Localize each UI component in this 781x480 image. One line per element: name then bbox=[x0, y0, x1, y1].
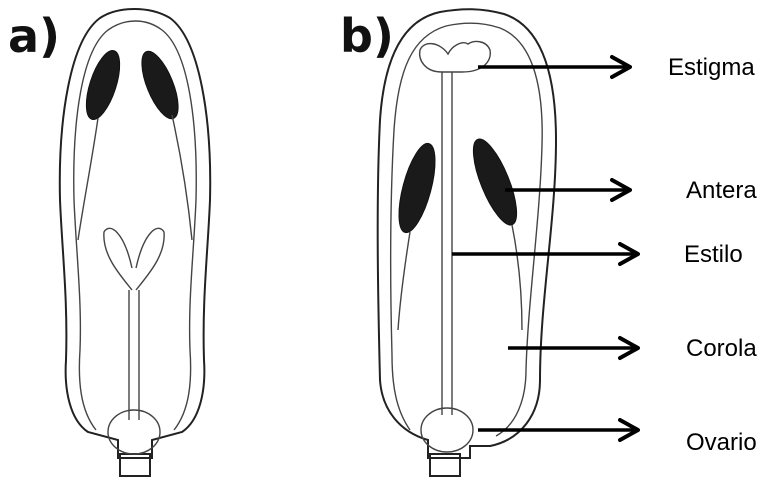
label-estigma: Estigma bbox=[668, 54, 755, 81]
flower-a-filament-left bbox=[78, 118, 98, 240]
label-antera: Antera bbox=[686, 177, 757, 204]
flower-b-ovary bbox=[421, 408, 473, 452]
flower-b-corolla-outer bbox=[378, 9, 556, 458]
flower-a-stigma-left bbox=[104, 228, 132, 290]
flower-b-filament-left bbox=[398, 232, 410, 330]
flower-a-filament-right bbox=[172, 115, 192, 240]
flower-b-anther-left bbox=[392, 140, 443, 236]
panel-label-a: a) bbox=[8, 9, 60, 63]
label-estilo: Estilo bbox=[684, 241, 743, 268]
label-ovario: Ovario bbox=[686, 429, 757, 456]
arrow-estigma bbox=[478, 57, 630, 77]
label-corola: Corola bbox=[686, 335, 757, 362]
flower-a-stigma-right bbox=[136, 228, 164, 290]
panel-label-b: b) bbox=[340, 9, 394, 63]
arrow-antera bbox=[505, 180, 630, 200]
flower-a-ovary bbox=[108, 410, 160, 454]
arrow-estilo bbox=[452, 244, 638, 264]
flower-b-filament-right bbox=[512, 225, 522, 330]
flower-a-corolla-outer bbox=[60, 9, 210, 458]
flower-a-anther-right bbox=[134, 47, 185, 123]
flower-b bbox=[378, 9, 556, 476]
flower-a bbox=[60, 9, 210, 476]
flower-b-corolla-inner bbox=[391, 23, 543, 436]
flower-b-anther-right bbox=[465, 134, 525, 230]
flower-a-anther-left bbox=[80, 47, 127, 124]
arrow-ovario bbox=[478, 420, 638, 440]
